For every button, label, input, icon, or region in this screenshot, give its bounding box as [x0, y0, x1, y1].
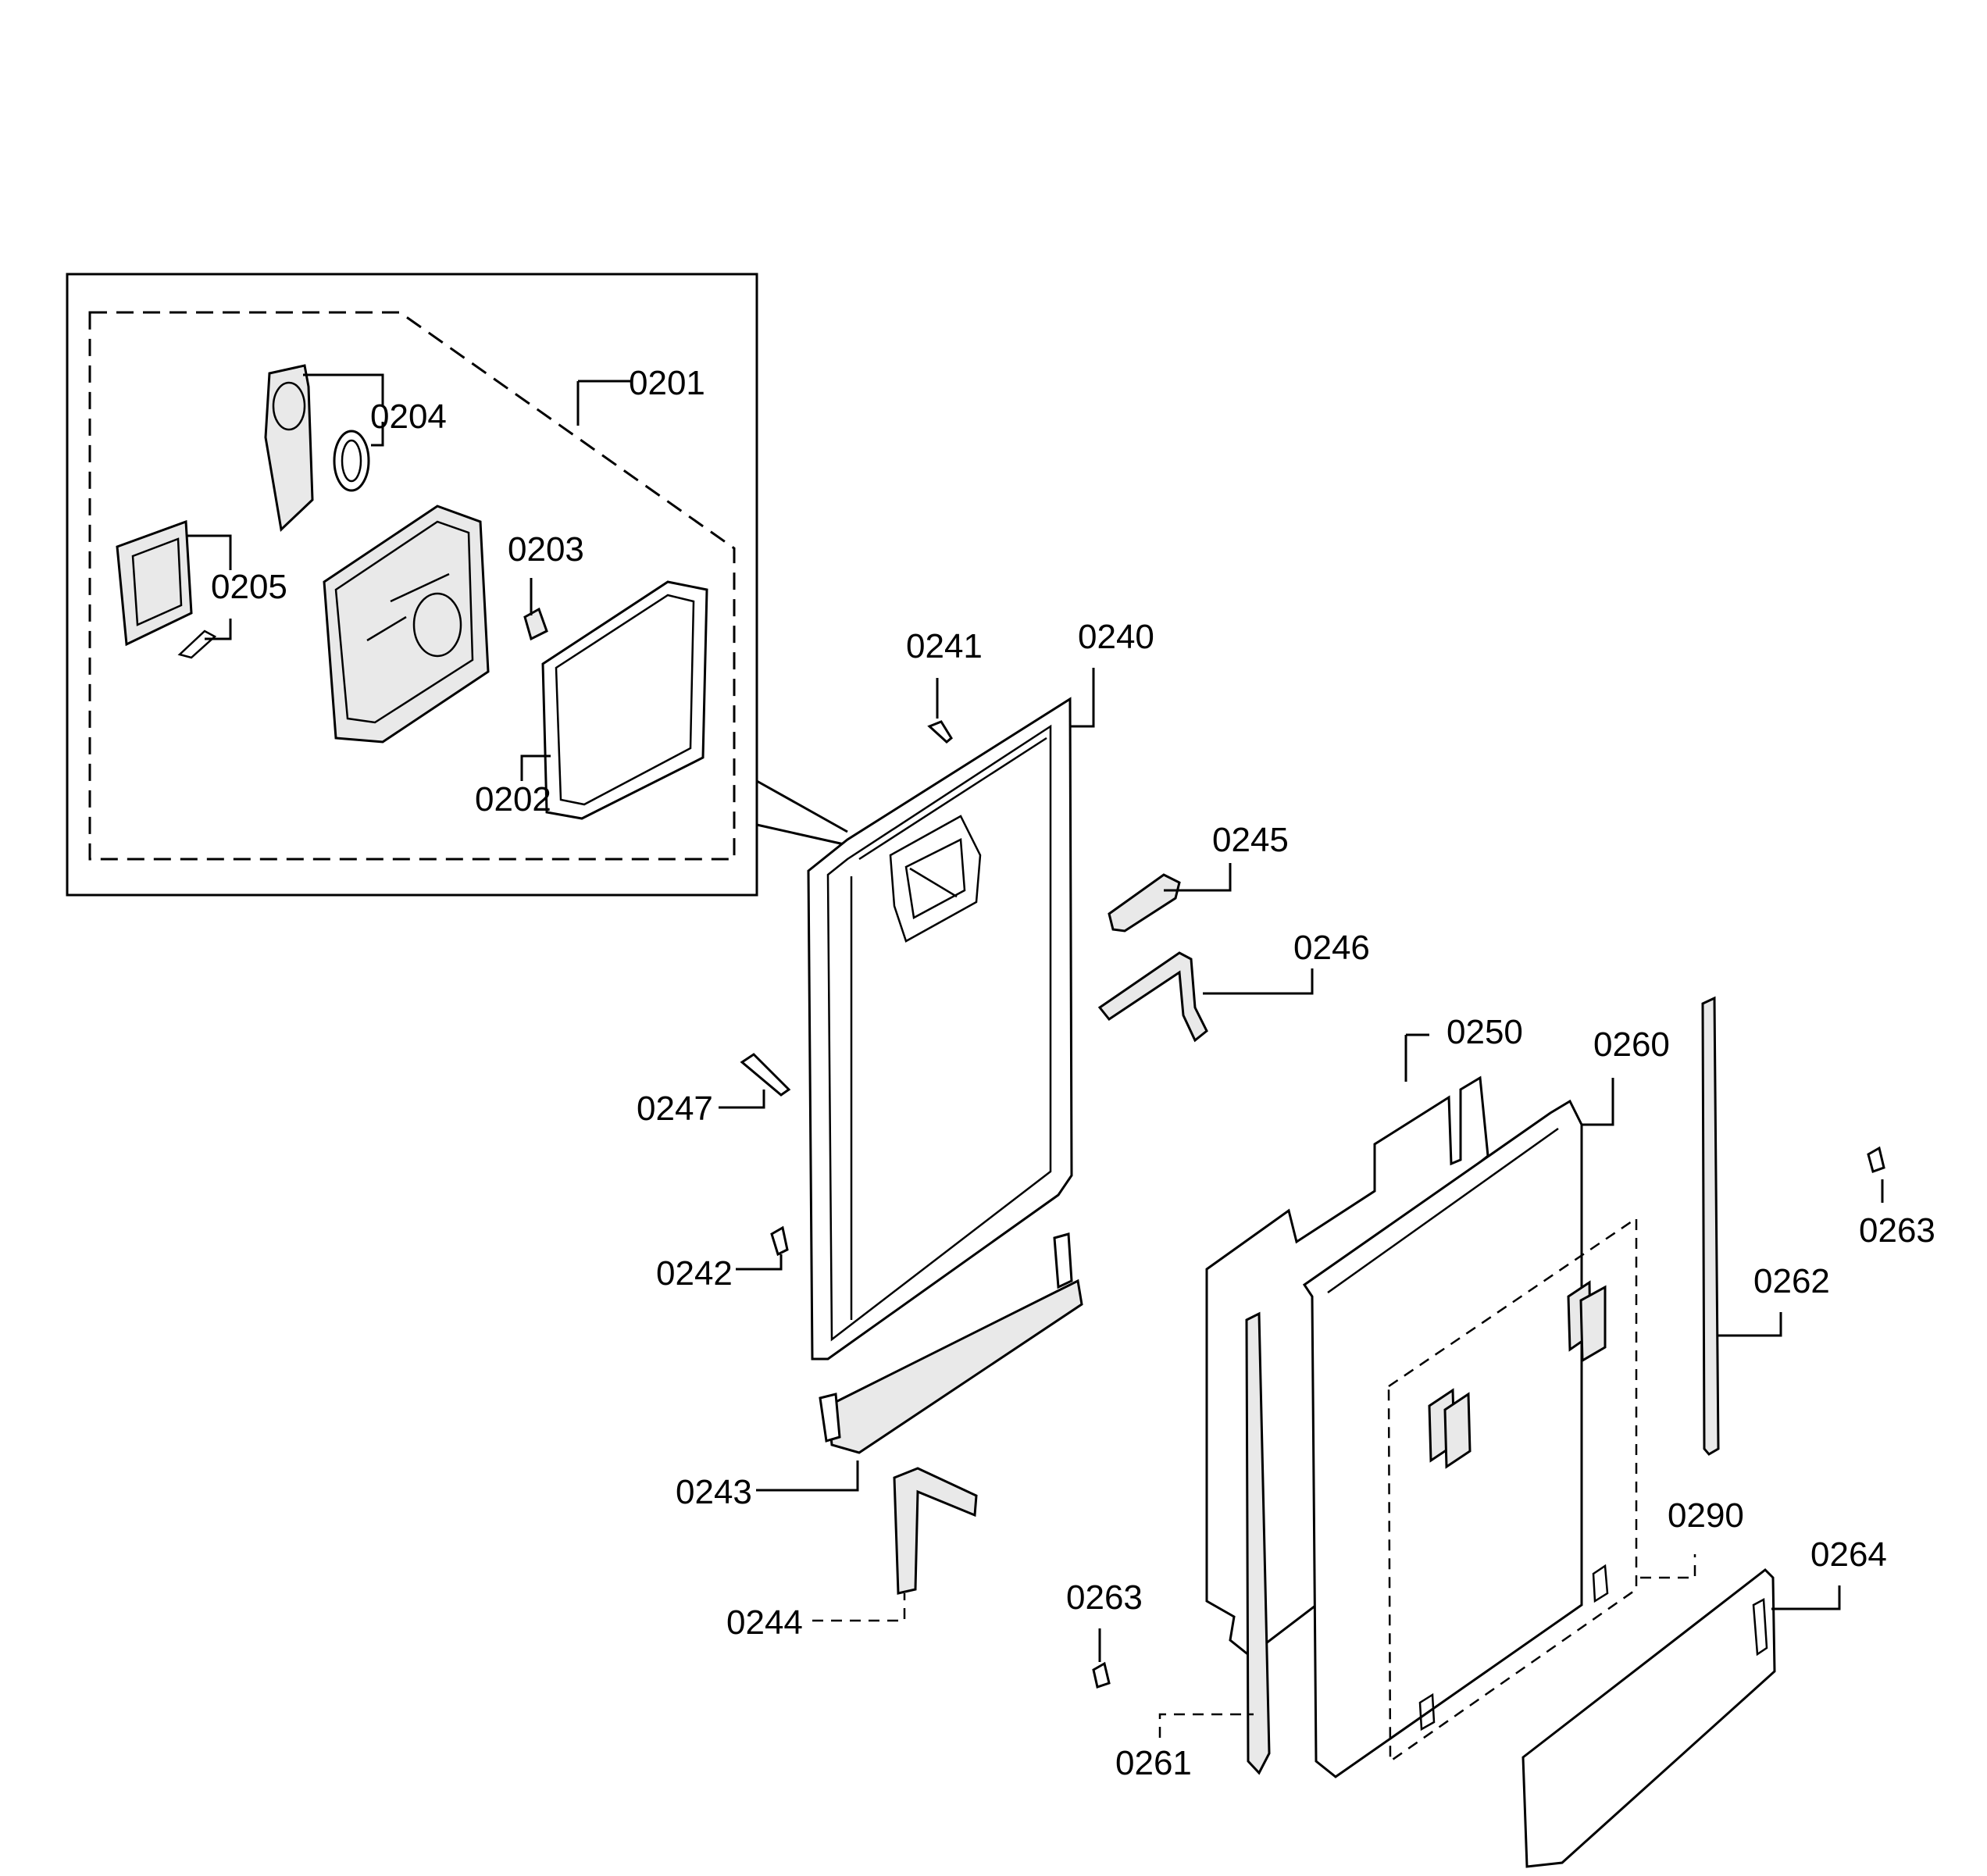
door-assembly: 0240 0241 0245 0246 0247 0242 0243 0244: [637, 618, 1370, 1642]
leader-0245: [1164, 863, 1232, 892]
outer-panels: 0250 0260 0262 0263 0290 0264 0263 0261: [1066, 996, 1935, 1868]
leader-0243: [756, 1460, 859, 1492]
kickplate-slot: [1752, 1597, 1768, 1657]
leader-0262: [1718, 1312, 1782, 1337]
leader-0250: [1404, 1033, 1429, 1082]
leader-0204: [303, 373, 384, 406]
inset-dashed-outline: [88, 311, 736, 861]
part-0245: [1108, 873, 1181, 933]
leader-0247: [719, 1090, 765, 1109]
part-0205-plate: [116, 519, 217, 659]
part-0244-bracket: [893, 1467, 978, 1595]
callout-0290: 0290: [1668, 1496, 1744, 1535]
part-0241-screw: [927, 720, 953, 744]
panel-edge: [1327, 1127, 1559, 1294]
leader-0242: [736, 1254, 783, 1271]
callout-0240: 0240: [1078, 618, 1154, 656]
callout-0201: 0201: [629, 364, 705, 402]
part-0290-panel: [1387, 1216, 1638, 1764]
callout-0203: 0203: [508, 530, 584, 569]
callout-0262: 0262: [1753, 1262, 1830, 1300]
leader-0260: [1582, 1078, 1614, 1126]
part-0246: [1097, 951, 1208, 1043]
callout-0263-right: 0263: [1859, 1211, 1935, 1250]
callout-0205: 0205: [211, 568, 287, 606]
leader-0261: [1158, 1713, 1254, 1738]
leader-0201: [576, 380, 633, 426]
callout-0264: 0264: [1810, 1535, 1887, 1574]
inset-connector: [756, 779, 848, 847]
inset-frame: [66, 273, 758, 897]
leader-0204b: [371, 422, 384, 447]
leader-0264: [1771, 1585, 1841, 1610]
leader-0205: [187, 534, 232, 570]
part-0203-clip: [523, 607, 548, 641]
callout-0242: 0242: [656, 1254, 733, 1293]
leader-0202: [520, 754, 551, 781]
callout-0263-left: 0263: [1066, 1578, 1143, 1617]
part-0261-strip: [1245, 1311, 1271, 1775]
callout-0243: 0243: [676, 1473, 752, 1511]
callout-0244: 0244: [726, 1603, 803, 1642]
leader-0244: [812, 1593, 906, 1622]
part-0262-trim: [1701, 996, 1720, 1456]
callout-0250: 0250: [1447, 1013, 1523, 1051]
part-0242-screw: [770, 1225, 789, 1257]
part-dispenser-body: [323, 505, 490, 744]
callout-0261: 0261: [1115, 1744, 1192, 1782]
callout-0246: 0246: [1293, 929, 1370, 967]
part-0202-gasket: [541, 580, 708, 820]
part-0243-bottom-rail: [819, 1232, 1083, 1454]
callout-0247: 0247: [637, 1090, 713, 1128]
part-0263-screw-right: [1867, 1146, 1885, 1173]
part-0264-kickplate: [1521, 1568, 1776, 1868]
callout-0260: 0260: [1593, 1025, 1670, 1064]
callout-0241: 0241: [906, 627, 983, 665]
callout-0202: 0202: [475, 780, 551, 819]
detail-inset: 0201 0204 0205 0203 0202: [66, 273, 848, 897]
part-0240-inner-door: [807, 697, 1073, 1361]
leader-0240: [1070, 668, 1095, 728]
leader-0246: [1203, 968, 1314, 995]
callout-0245: 0245: [1212, 821, 1289, 859]
leader-0290: [1640, 1554, 1696, 1579]
callout-0204: 0204: [370, 398, 447, 436]
part-0247-screw: [740, 1053, 791, 1097]
leader-0205b: [205, 619, 232, 640]
part-0204-bracket: [264, 364, 370, 533]
part-0263-screw-left: [1092, 1661, 1111, 1689]
